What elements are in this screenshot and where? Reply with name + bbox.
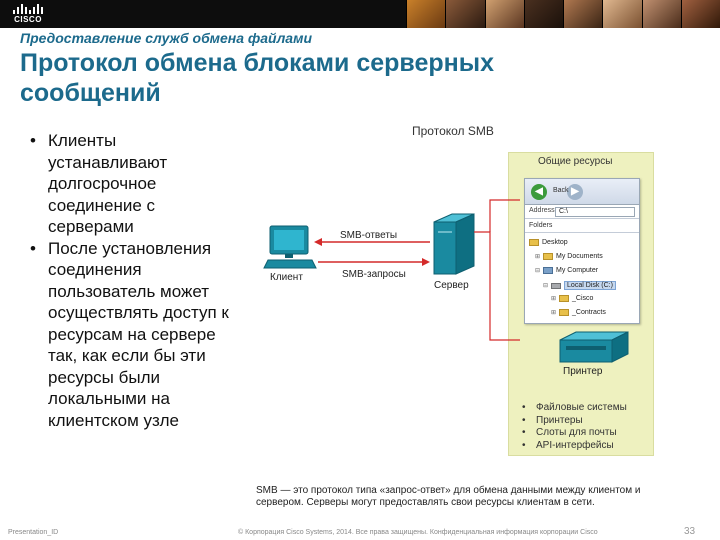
smb-responses-arrow — [314, 238, 430, 246]
slide-title: Протокол обмена блоками серверных сообще… — [20, 49, 494, 107]
footer-presentation-id: Presentation_ID — [8, 529, 59, 536]
figure-footnote: SMB — это протокол типа «запрос-ответ» д… — [256, 485, 641, 508]
header-photo — [523, 0, 563, 28]
header-photo — [484, 0, 524, 28]
header-photo-strip — [406, 0, 720, 28]
smb-requests-label: SMB-запросы — [342, 269, 406, 280]
header-photo — [602, 0, 642, 28]
tree-item-contracts[interactable]: ⊞ _Contracts — [551, 309, 606, 316]
collapse-icon[interactable]: ⊟ — [543, 283, 549, 289]
bullet-item: После установления соединения пользовате… — [28, 238, 238, 432]
client-computer-icon — [263, 225, 317, 269]
header-bar: CISCO — [0, 0, 720, 28]
tree-item-label: My Documents — [556, 253, 603, 260]
resource-type-item: Принтеры — [520, 415, 627, 428]
tree-item-cisco[interactable]: ⊞ _Cisco — [551, 295, 593, 302]
file-explorer-window: ◀ ▶ Back Address C:\ Folders Desktop ⊞ M… — [524, 178, 640, 324]
expand-icon[interactable]: ⊞ — [551, 296, 557, 302]
section-subtitle: Предоставление служб обмена файлами — [20, 30, 312, 46]
tree-item-my-computer[interactable]: ⊟ My Computer — [535, 267, 598, 274]
folder-icon — [559, 295, 570, 302]
header-photo — [445, 0, 485, 28]
server-label: Сервер — [434, 280, 469, 291]
footer-copyright: © Корпорация Cisco Systems, 2014. Все пр… — [238, 529, 598, 536]
forward-button[interactable]: ▶ — [567, 183, 583, 200]
header-photo — [563, 0, 603, 28]
tree-item-label: Local Disk (C:) — [564, 281, 616, 290]
figure-title: Протокол SMB — [412, 124, 494, 138]
collapse-icon[interactable]: ⊟ — [535, 268, 541, 274]
tree-item-local-disk[interactable]: ⊟ Local Disk (C:) — [543, 281, 616, 290]
tree-item-label: My Computer — [556, 267, 599, 274]
back-label: Back — [553, 187, 569, 194]
shared-resources-title: Общие ресурсы — [538, 156, 613, 167]
address-input[interactable]: C:\ — [555, 207, 635, 217]
cisco-logo: CISCO — [8, 3, 48, 25]
tree-item-my-documents[interactable]: ⊞ My Documents — [535, 253, 603, 260]
expand-icon[interactable]: ⊞ — [535, 254, 541, 260]
folder-tree: Desktop ⊞ My Documents ⊟ My Computer ⊟ L… — [525, 233, 639, 323]
printer-icon — [559, 331, 629, 363]
resource-type-item: API-интерфейсы — [520, 440, 627, 453]
bullet-list: Клиенты устанавливают долгосрочное соеди… — [28, 130, 238, 431]
bullet-item: Клиенты устанавливают долгосрочное соеди… — [28, 130, 238, 238]
folder-icon — [543, 253, 554, 260]
smb-responses-label: SMB-ответы — [340, 230, 398, 241]
address-label: Address — [529, 207, 555, 214]
resource-types-list: Файловые системы Принтеры Слоты для почт… — [520, 402, 627, 452]
header-photo — [406, 0, 446, 28]
header-photo — [680, 0, 720, 28]
explorer-toolbar: ◀ ▶ — [525, 179, 639, 205]
header-photo — [641, 0, 681, 28]
back-button[interactable]: ◀ — [531, 183, 547, 200]
address-bar: Address C:\ — [525, 205, 639, 219]
folders-header: Folders — [525, 219, 639, 233]
printer-label: Принтер — [563, 366, 603, 377]
resource-connection-lines — [474, 199, 520, 341]
resource-type-item: Слоты для почты — [520, 427, 627, 440]
computer-icon — [543, 267, 554, 274]
tree-item-label: _Contracts — [572, 309, 606, 316]
expand-icon[interactable]: ⊞ — [551, 310, 557, 316]
client-label: Клиент — [270, 272, 303, 283]
tree-item-label: _Cisco — [572, 295, 594, 302]
disk-icon — [551, 282, 562, 289]
logo-text: CISCO — [14, 15, 42, 24]
tree-item-label: Desktop — [542, 239, 568, 246]
resource-type-item: Файловые системы — [520, 402, 627, 415]
page-number: 33 — [684, 526, 696, 537]
folder-icon — [559, 309, 570, 316]
folder-icon — [529, 239, 539, 246]
smb-requests-arrow — [318, 258, 430, 266]
logo-bars-icon — [13, 4, 43, 14]
server-icon — [433, 213, 475, 275]
tree-item-desktop[interactable]: Desktop — [529, 239, 568, 246]
